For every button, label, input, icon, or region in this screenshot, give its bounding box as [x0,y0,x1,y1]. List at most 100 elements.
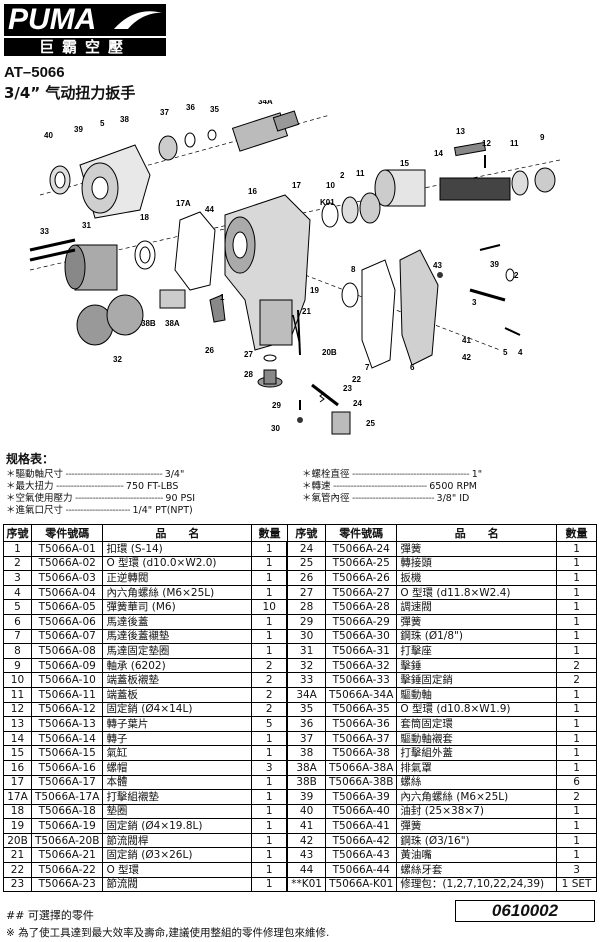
cell-qty: 1 [556,570,597,586]
cell-qty: 2 [251,657,288,674]
cell-part-no: T5066A-19 [30,818,104,834]
cell-seq: 38A [286,759,326,776]
cell-name: 扣環 (S-14) [102,541,253,557]
cell-qty: 1 [251,628,288,645]
cell-part-no: T5066A-24 [324,541,398,557]
cell-seq: 35 [286,701,326,718]
cell-part-no: T5066A-02 [30,555,104,572]
cell-name: 端蓋板襯墊 [102,672,253,688]
cell-part-no: T5066A-11 [30,686,104,703]
svg-text:36: 36 [186,103,195,112]
cell-name: 鋼珠 (Ø1/8") [396,628,558,645]
cell-qty: 1 [251,555,288,572]
cell-part-no: T5066A-36 [324,716,398,732]
header-qty: 數量 [251,524,288,542]
cell-part-no: T5066A-17 [30,774,104,791]
svg-text:19: 19 [310,286,319,295]
cell-part-no: T5066A-27 [324,584,398,601]
cell-seq: 29 [286,613,326,630]
svg-text:30: 30 [271,424,280,433]
cell-qty: 1 [251,803,288,820]
header-seq: 序號 [3,524,32,542]
cell-seq: 25 [286,555,326,572]
cell-seq: 12 [3,701,32,718]
cell-part-no: T5066A-14 [30,730,104,747]
cell-name: 鋼珠 (Ø3/16") [396,832,558,849]
svg-text:10: 10 [326,181,335,190]
cell-name: 轉子 [102,730,253,747]
cell-part-no: T5066A-25 [324,555,398,572]
tool-name: 3/4” 气动扭力扳手 [4,84,136,102]
cell-seq: 38B [286,774,326,791]
svg-text:43: 43 [433,261,442,270]
brand-subtitle: 巨霸空壓 [4,38,166,56]
cell-qty: 1 [251,730,288,747]
cell-seq: 40 [286,803,326,820]
cell-qty: 1 [251,541,288,557]
part-hammer-case [79,144,151,219]
cell-name: 固定銷 (Ø4×19.8L) [102,818,253,834]
svg-text:23: 23 [343,384,352,393]
cell-name: 修理包：(1,2,7,10,22,24,39) [396,876,558,893]
brand-name: PUMA [4,4,166,36]
cell-qty: 2 [251,686,288,703]
cell-seq: 3 [3,570,32,586]
cell-part-no: T5066A-12 [30,701,104,718]
svg-text:3: 3 [472,298,477,307]
cell-seq: 15 [3,745,32,761]
table-header-row: 序號 零件號碼 品 名 數量 序號 零件號碼 品 名 數量 [3,524,597,542]
header-part-no: 零件號碼 [30,524,104,542]
cell-seq: 31 [286,643,326,659]
cell-seq: 39 [286,789,326,805]
cell-name: O 型環 (d11.8×W2.4) [396,584,558,601]
spec-row: ＊進氣口尺寸 ---------------------- 1/4" PT(NP… [6,505,193,516]
cell-qty: 2 [251,701,288,718]
header-name: 品 名 [396,524,558,542]
cell-name: 調速閥 [396,599,558,615]
spec-row: ＊氣管內徑 ---------------------------- 3/8" … [302,493,470,504]
cell-part-no: T5066A-15 [30,745,104,761]
cell-seq: 30 [286,628,326,645]
swoosh-icon [114,11,162,29]
cell-seq: 5 [3,599,32,615]
cell-seq: 20B [3,832,32,849]
cell-name: 固定銷 (Ø4×14L) [102,701,253,718]
cell-qty: 3 [251,759,288,776]
cell-seq: 8 [3,643,32,659]
cell-name: 彈簧 [396,541,558,557]
cell-name: 節流閥桿 [102,832,253,849]
cell-seq: 6 [3,613,32,630]
cell-seq: 23 [3,876,32,893]
cell-name: 驅動軸襯套 [396,730,558,747]
spec-row: ＊螺栓直徑 ----------------------------------… [302,469,483,480]
cell-part-no: T5066A-41 [324,818,398,834]
svg-text:2: 2 [340,171,345,180]
cell-part-no: T5066A-10 [30,672,104,688]
svg-text:29: 29 [272,401,281,410]
svg-text:21: 21 [302,307,311,316]
svg-text:4: 4 [518,348,523,357]
cell-qty: 2 [556,672,597,688]
cell-qty: 1 [251,774,288,791]
cell-seq: 4 [3,584,32,601]
cell-seq: 14 [3,730,32,747]
svg-text:39: 39 [74,125,83,134]
cell-name: O 型環 (d10.8×W1.9) [396,701,558,718]
cell-seq: 33 [286,672,326,688]
cell-qty: 3 [556,862,597,878]
cell-seq: 19 [3,818,32,834]
cell-qty: 1 [556,745,597,761]
part-cylinder [374,169,426,207]
svg-text:25: 25 [366,419,375,428]
svg-text:42: 42 [462,353,471,362]
cell-part-no: T5066A-03 [30,570,104,586]
cell-name: 打擊組襯墊 [102,789,253,805]
